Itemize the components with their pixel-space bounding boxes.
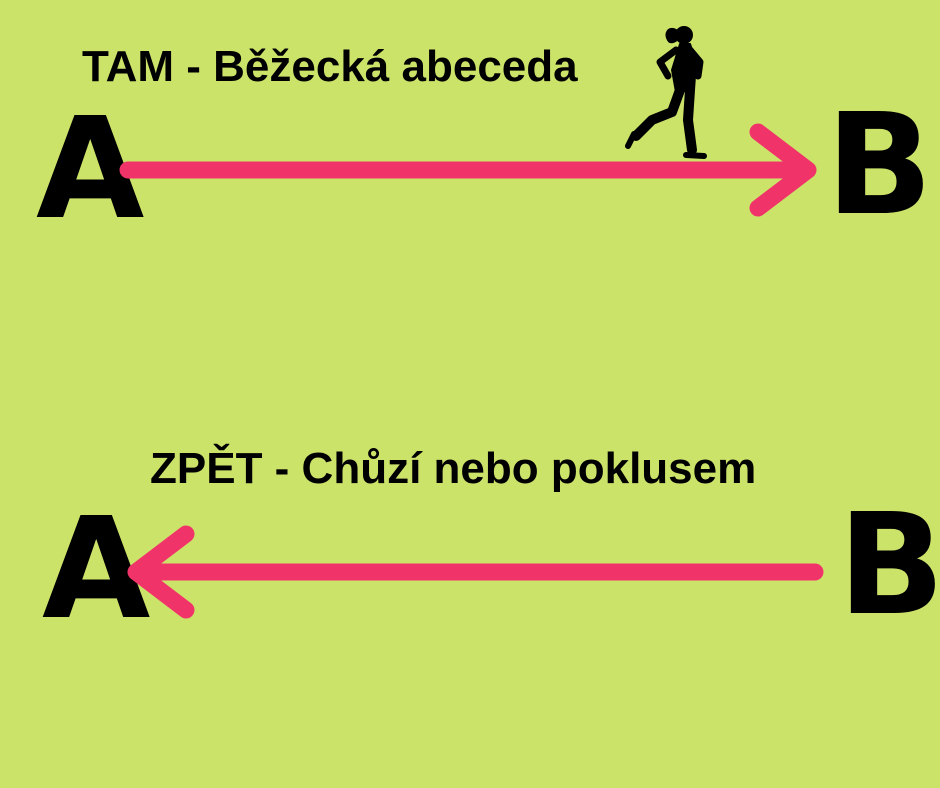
forward-end-label: B: [826, 84, 933, 247]
forward-arrow-head: [749, 123, 817, 217]
return-arrow: [127, 525, 824, 619]
runner-icon: [625, 26, 707, 159]
return-arrow-head: [127, 525, 195, 619]
heading-forward: TAM - Běžecká abeceda: [82, 42, 578, 91]
return-start-label: B: [838, 484, 940, 647]
heading-return: ZPĚT - Chůzí nebo poklusem: [150, 444, 757, 493]
forward-arrow: [119, 123, 817, 217]
